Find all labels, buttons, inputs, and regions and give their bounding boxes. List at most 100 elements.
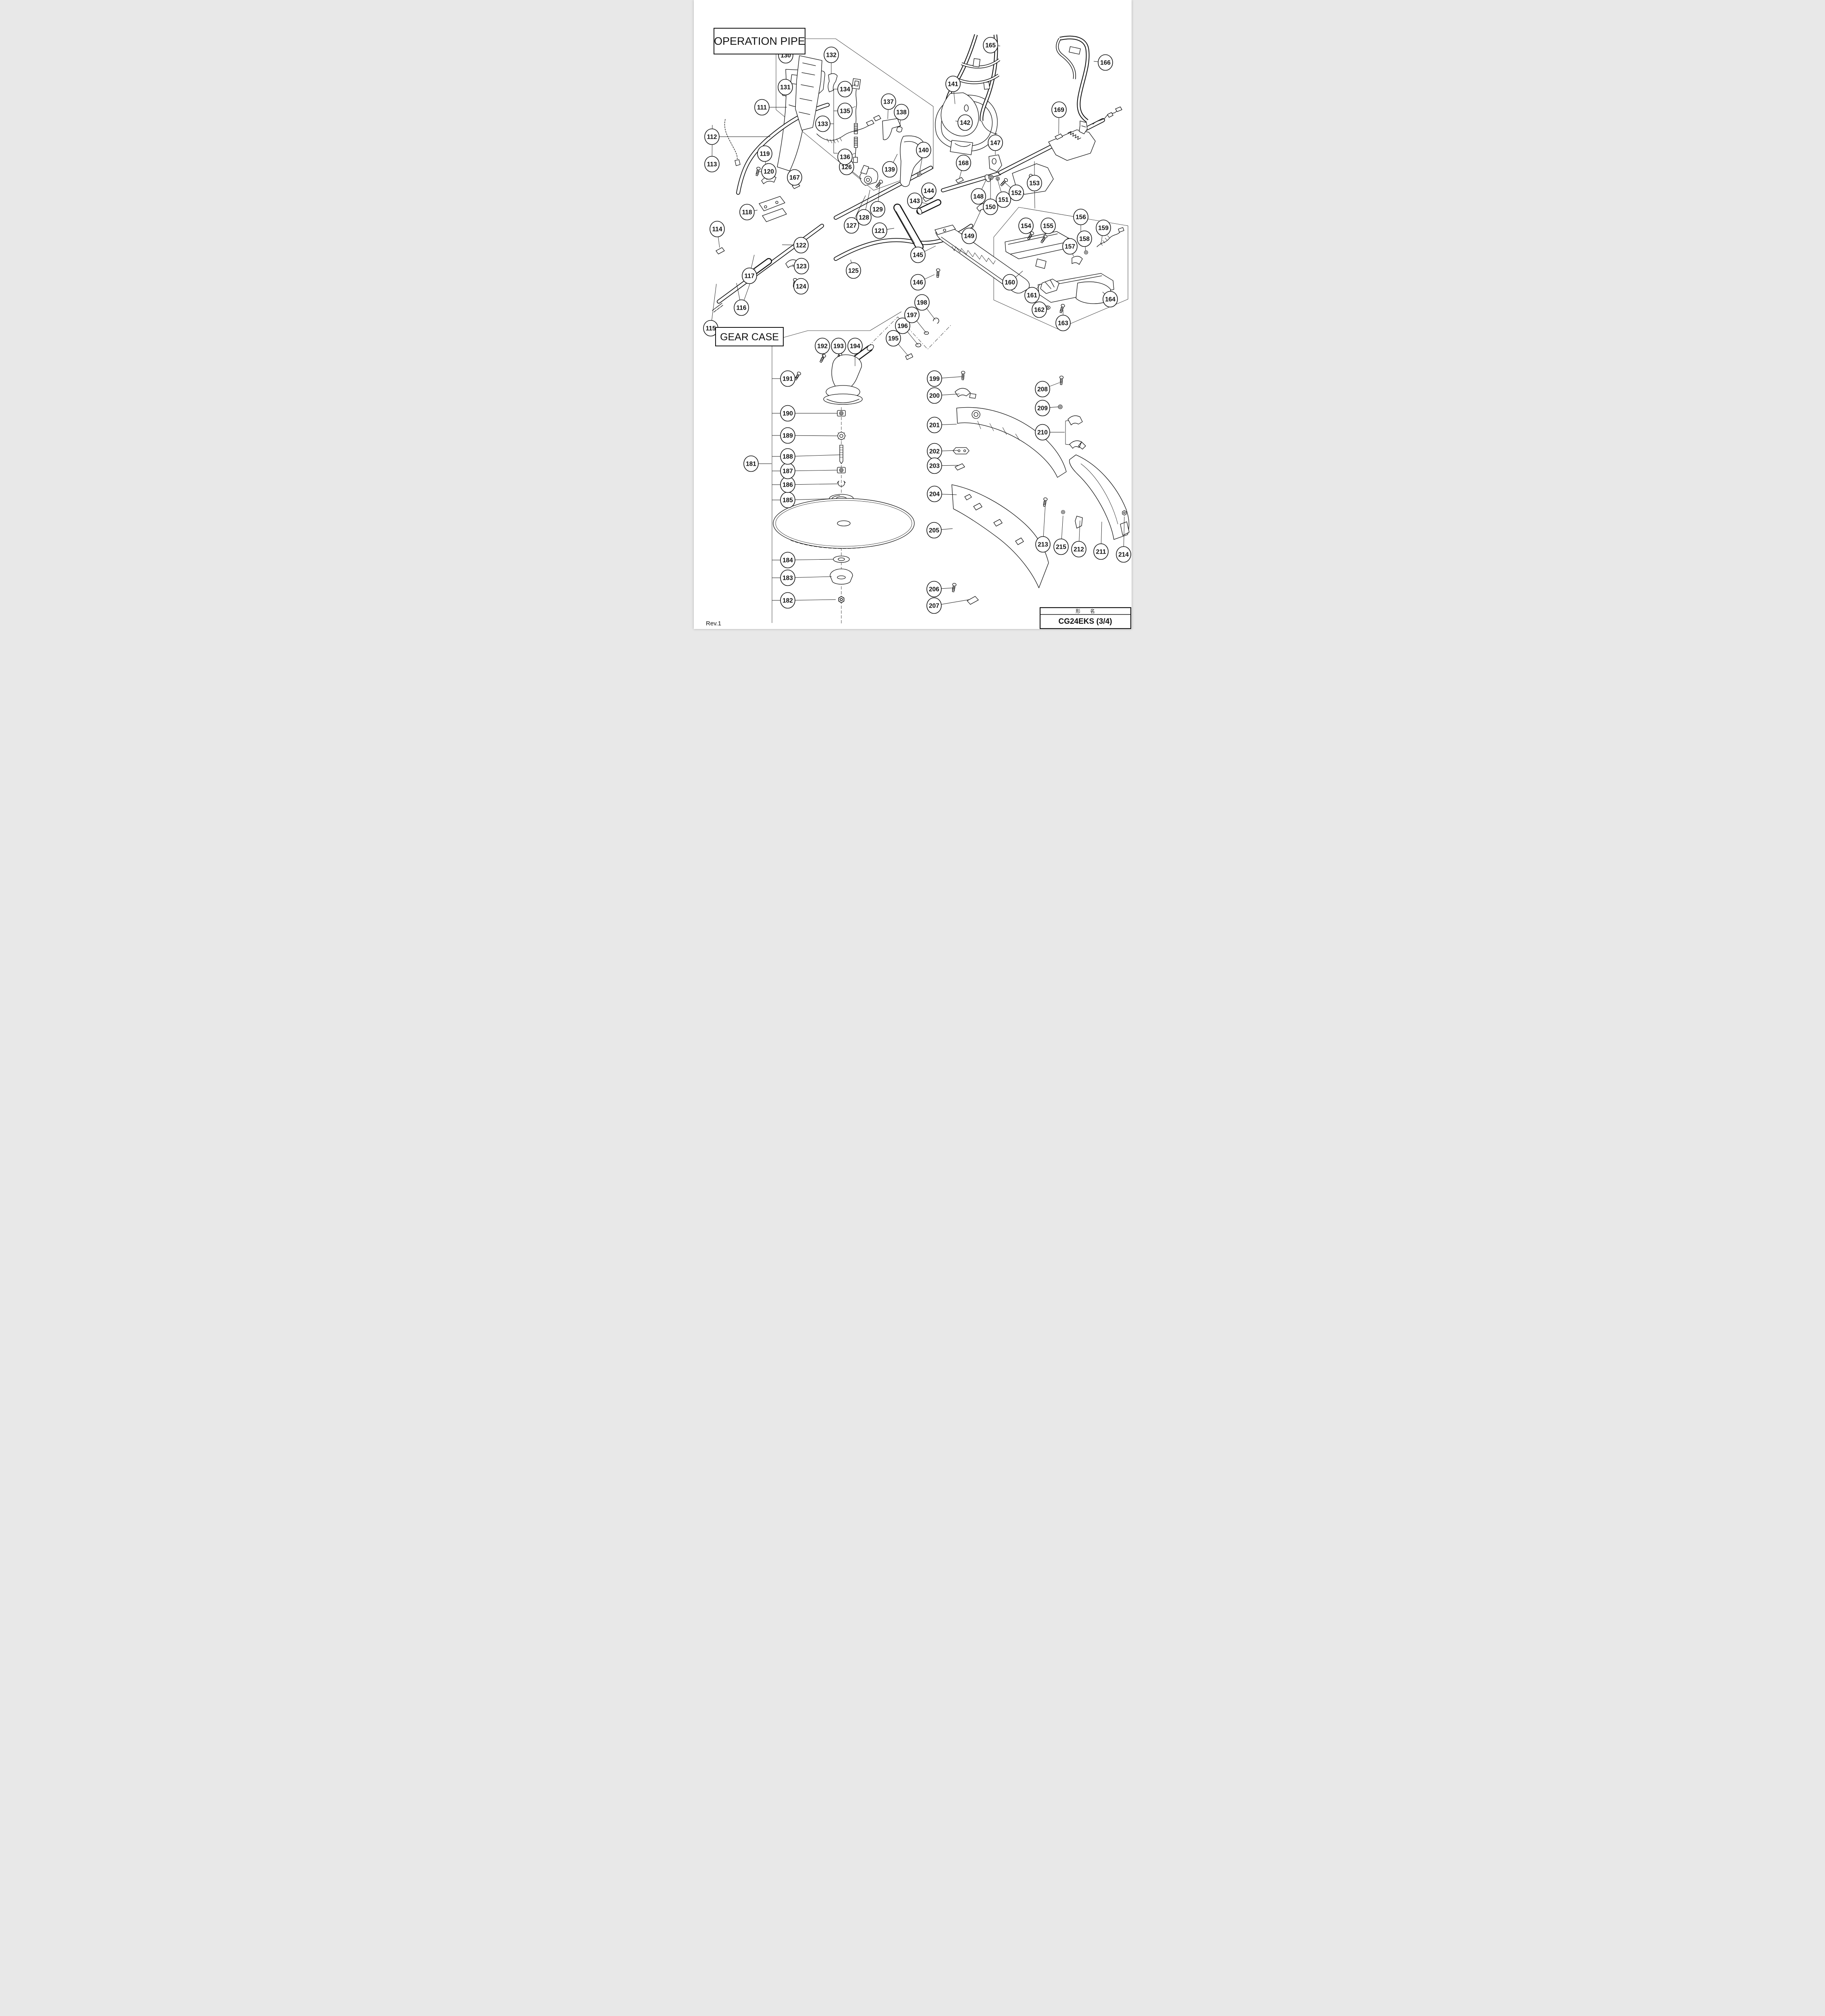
part-guard-cover bbox=[951, 484, 1049, 605]
callout-198: 198 bbox=[914, 294, 930, 311]
callout-128: 128 bbox=[856, 209, 872, 226]
part-switch bbox=[851, 78, 861, 90]
callout-214: 214 bbox=[1115, 546, 1131, 563]
part-gearcase-head bbox=[793, 344, 874, 405]
callout-195: 195 bbox=[885, 330, 901, 347]
callout-111: 111 bbox=[754, 99, 770, 116]
callout-133-136-bracket bbox=[830, 89, 838, 154]
callout-number: 158 bbox=[1079, 236, 1090, 243]
inset-box-bracket-parts bbox=[993, 207, 1128, 329]
callout-191: 191 bbox=[780, 370, 795, 387]
part-bracket-assy-lower bbox=[1037, 273, 1114, 314]
callout-number: 182 bbox=[782, 598, 793, 604]
callout-number: 211 bbox=[1096, 549, 1106, 556]
callout-number: 141 bbox=[948, 81, 958, 88]
gearcase-group-bracket bbox=[772, 311, 901, 623]
callout-169: 169 bbox=[1051, 101, 1067, 118]
callout-197: 197 bbox=[904, 306, 920, 323]
callout-number: 167 bbox=[789, 175, 800, 181]
callout-number: 169 bbox=[1054, 107, 1064, 114]
callout-121: 121 bbox=[872, 222, 887, 239]
part-key-114 bbox=[715, 247, 725, 254]
callout-number: 201 bbox=[929, 422, 940, 429]
callout-number: 150 bbox=[985, 204, 996, 211]
part-stop-cord bbox=[724, 119, 741, 166]
callout-183: 183 bbox=[780, 569, 795, 586]
callout-135: 135 bbox=[837, 102, 853, 119]
callout-number: 161 bbox=[1027, 292, 1037, 299]
callout-192: 192 bbox=[814, 337, 830, 354]
callout-number: 147 bbox=[990, 140, 1001, 147]
callout-154: 154 bbox=[1018, 217, 1034, 234]
callout-125: 125 bbox=[845, 262, 861, 279]
callout-number: 190 bbox=[782, 410, 793, 417]
callout-190: 190 bbox=[780, 405, 795, 422]
callout-number: 143 bbox=[909, 198, 920, 205]
callout-206: 206 bbox=[926, 581, 942, 598]
callout-number: 140 bbox=[918, 147, 929, 154]
callout-119: 119 bbox=[757, 145, 772, 162]
callout-number: 113 bbox=[707, 161, 717, 168]
callout-number: 214 bbox=[1118, 552, 1129, 558]
callout-number: 203 bbox=[929, 463, 940, 470]
callout-182: 182 bbox=[780, 592, 795, 609]
callout-number: 132 bbox=[826, 52, 837, 59]
callout-151: 151 bbox=[995, 191, 1011, 208]
callout-150: 150 bbox=[982, 198, 998, 215]
callout-number: 138 bbox=[896, 109, 907, 116]
callout-number: 118 bbox=[742, 209, 752, 216]
callout-number: 159 bbox=[1098, 225, 1109, 232]
callout-158: 158 bbox=[1076, 230, 1092, 247]
part-throttle-latch bbox=[827, 73, 838, 92]
callout-159: 159 bbox=[1095, 219, 1111, 236]
callout-number: 162 bbox=[1034, 307, 1045, 314]
part-guard-extension bbox=[1042, 454, 1130, 540]
part-seal-stack bbox=[905, 318, 939, 360]
part-throttle-lever bbox=[882, 118, 903, 140]
callout-132: 132 bbox=[823, 46, 839, 63]
part-throttle-cable bbox=[816, 115, 881, 144]
callout-124: 124 bbox=[793, 278, 809, 295]
callout-184: 184 bbox=[780, 552, 795, 569]
callout-161: 161 bbox=[1024, 287, 1040, 304]
callout-144: 144 bbox=[921, 182, 936, 199]
part-pipe-clamp-right bbox=[1057, 375, 1086, 450]
callout-number: 168 bbox=[958, 160, 969, 167]
callout-number: 192 bbox=[817, 343, 828, 350]
callout-number: 136 bbox=[840, 154, 850, 161]
callout-168: 168 bbox=[955, 154, 971, 171]
callout-162: 162 bbox=[1031, 301, 1047, 318]
callout-number: 183 bbox=[782, 575, 793, 582]
callout-number: 125 bbox=[848, 268, 859, 275]
callout-138: 138 bbox=[893, 104, 909, 121]
callout-149: 149 bbox=[961, 227, 977, 244]
callout-number: 152 bbox=[1011, 190, 1022, 197]
callout-112: 112 bbox=[704, 128, 720, 145]
callout-number: 212 bbox=[1074, 546, 1084, 553]
callout-number: 160 bbox=[1005, 279, 1015, 286]
callout-156: 156 bbox=[1073, 208, 1088, 225]
callout-number: 200 bbox=[929, 393, 940, 400]
callout-number: 124 bbox=[796, 283, 806, 290]
part-handle-half-front bbox=[777, 40, 822, 131]
callout-127: 127 bbox=[843, 217, 859, 234]
callout-number: 119 bbox=[760, 151, 770, 158]
callout-number: 187 bbox=[782, 468, 793, 475]
callout-number: 112 bbox=[707, 134, 717, 141]
callout-193: 193 bbox=[830, 337, 846, 354]
callout-136: 136 bbox=[837, 148, 853, 165]
part-key-168 bbox=[955, 177, 964, 183]
callout-number: 164 bbox=[1105, 296, 1115, 303]
callout-number: 193 bbox=[833, 343, 844, 350]
callout-number: 114 bbox=[712, 226, 722, 233]
callout-122: 122 bbox=[793, 237, 809, 254]
callout-number: 127 bbox=[846, 223, 857, 229]
gear-case-title: GEAR CASE bbox=[720, 331, 779, 343]
callout-number: 188 bbox=[782, 454, 793, 460]
callout-number: 207 bbox=[929, 603, 939, 610]
callout-number: 166 bbox=[1100, 60, 1111, 67]
callout-189: 189 bbox=[780, 427, 795, 444]
callout-number: 120 bbox=[764, 169, 774, 175]
callout-187: 187 bbox=[780, 462, 795, 479]
part-hanger-strap bbox=[1055, 35, 1090, 134]
